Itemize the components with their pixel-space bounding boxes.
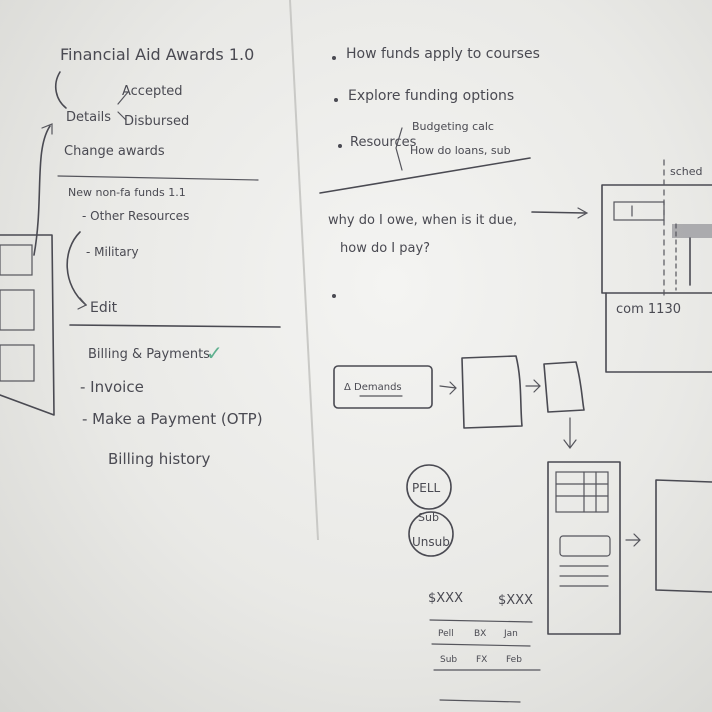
flow-arrow [439, 381, 457, 395]
divider-line [57, 175, 259, 181]
sub-label: Sub [418, 511, 439, 524]
pell-circle [406, 464, 452, 510]
amount-1: $XXX [428, 591, 463, 606]
new-funds-label: New non-fa funds 1.1 [68, 186, 186, 199]
left-wireframe [0, 123, 55, 416]
wireframe-link-arrow [33, 125, 51, 256]
resources-brace [395, 127, 403, 171]
unsub-circle [408, 511, 454, 557]
table-cell: Sub [440, 655, 457, 665]
amount-2: $XXX [498, 593, 533, 608]
table-cell: BX [474, 629, 486, 639]
bullet-dot [334, 98, 338, 102]
unsub-label: Unsub [412, 535, 450, 549]
bullet-dot [332, 294, 336, 298]
sched-label: sched [670, 165, 703, 178]
left-panel: Financial Aid Awards 1.0 Details Accepte… [0, 45, 281, 468]
table-cell: Feb [506, 655, 522, 665]
com-label: com 1130 [616, 302, 681, 317]
wireframe-box [0, 344, 35, 382]
phone-grid [555, 471, 609, 513]
question-line-1: why do I owe, when is it due, [328, 213, 517, 228]
military-label: - Military [86, 245, 139, 259]
pell-label: PELL [412, 481, 441, 495]
flow-arrow-down [563, 417, 577, 449]
other-resources-label: - Other Resources [82, 209, 189, 223]
edit-label: Edit [90, 300, 118, 316]
wireframe-link-arrowhead [41, 123, 53, 135]
flow-arrow [625, 533, 641, 547]
question-arrowhead [577, 207, 589, 219]
separator-line [69, 324, 281, 328]
wireframe-box [0, 244, 33, 276]
screen-input [613, 201, 665, 221]
flow-wireframe: Δ Demands [333, 355, 712, 635]
phone-frame [547, 461, 621, 635]
invoice-label: - Invoice [80, 378, 144, 396]
screen-lower-frame [605, 292, 712, 373]
demands-label: Δ Demands [344, 382, 402, 393]
accepted-label: Accepted [122, 84, 183, 99]
board-seam [289, 0, 319, 541]
make-payment-label: - Make a Payment (OTP) [82, 410, 263, 428]
table-cell: FX [476, 655, 487, 665]
budgeting-calc-label: Budgeting calc [412, 120, 494, 133]
screen-hatched-bar [672, 224, 712, 238]
details-label: Details [66, 110, 111, 125]
next-screen-frame [655, 479, 712, 593]
bullet-dot [332, 56, 336, 60]
wireframe-outline [0, 234, 55, 416]
billing-checkmark: ✓ [206, 341, 223, 365]
details-branch [117, 91, 129, 121]
edit-arrow [66, 231, 87, 306]
disbursed-label: Disbursed [124, 114, 189, 129]
right-divider-line [319, 157, 531, 194]
flow-arrow [525, 379, 541, 393]
demands-box [333, 365, 433, 409]
details-arrow [54, 71, 67, 109]
table-cell: Jan [503, 629, 518, 639]
bullet-explore-funding: Explore funding options [348, 88, 514, 104]
wireframe-box [0, 289, 35, 331]
question-line-2: how do I pay? [340, 241, 430, 256]
billing-title: Billing & Payments [88, 347, 210, 362]
change-awards-label: Change awards [64, 144, 165, 159]
bullet-dot [338, 144, 342, 148]
table-line [429, 619, 533, 623]
financial-aid-title: Financial Aid Awards 1.0 [60, 45, 254, 64]
loans-label: How do loans, sub [410, 144, 511, 157]
bullet-resources: Resources [350, 135, 417, 150]
funding-types: PELL Sub Unsub $XXX $XXX Pell BX Jan Sub… [406, 464, 541, 703]
edit-arrowhead [77, 297, 87, 310]
screen-wireframe: sched com 1130 [601, 159, 712, 373]
table-cell: Pell [438, 629, 454, 639]
screen-frame [601, 184, 712, 294]
billing-history-label: Billing history [108, 450, 210, 468]
table-line [431, 643, 531, 647]
table-line [439, 699, 521, 703]
right-panel: How funds apply to courses Explore fundi… [319, 46, 712, 703]
phone-button [559, 535, 611, 557]
bullet-funds-courses: How funds apply to courses [346, 46, 540, 62]
flow-screen-1 [461, 355, 523, 429]
question-arrow [531, 211, 586, 214]
flow-screen-2 [543, 361, 585, 413]
